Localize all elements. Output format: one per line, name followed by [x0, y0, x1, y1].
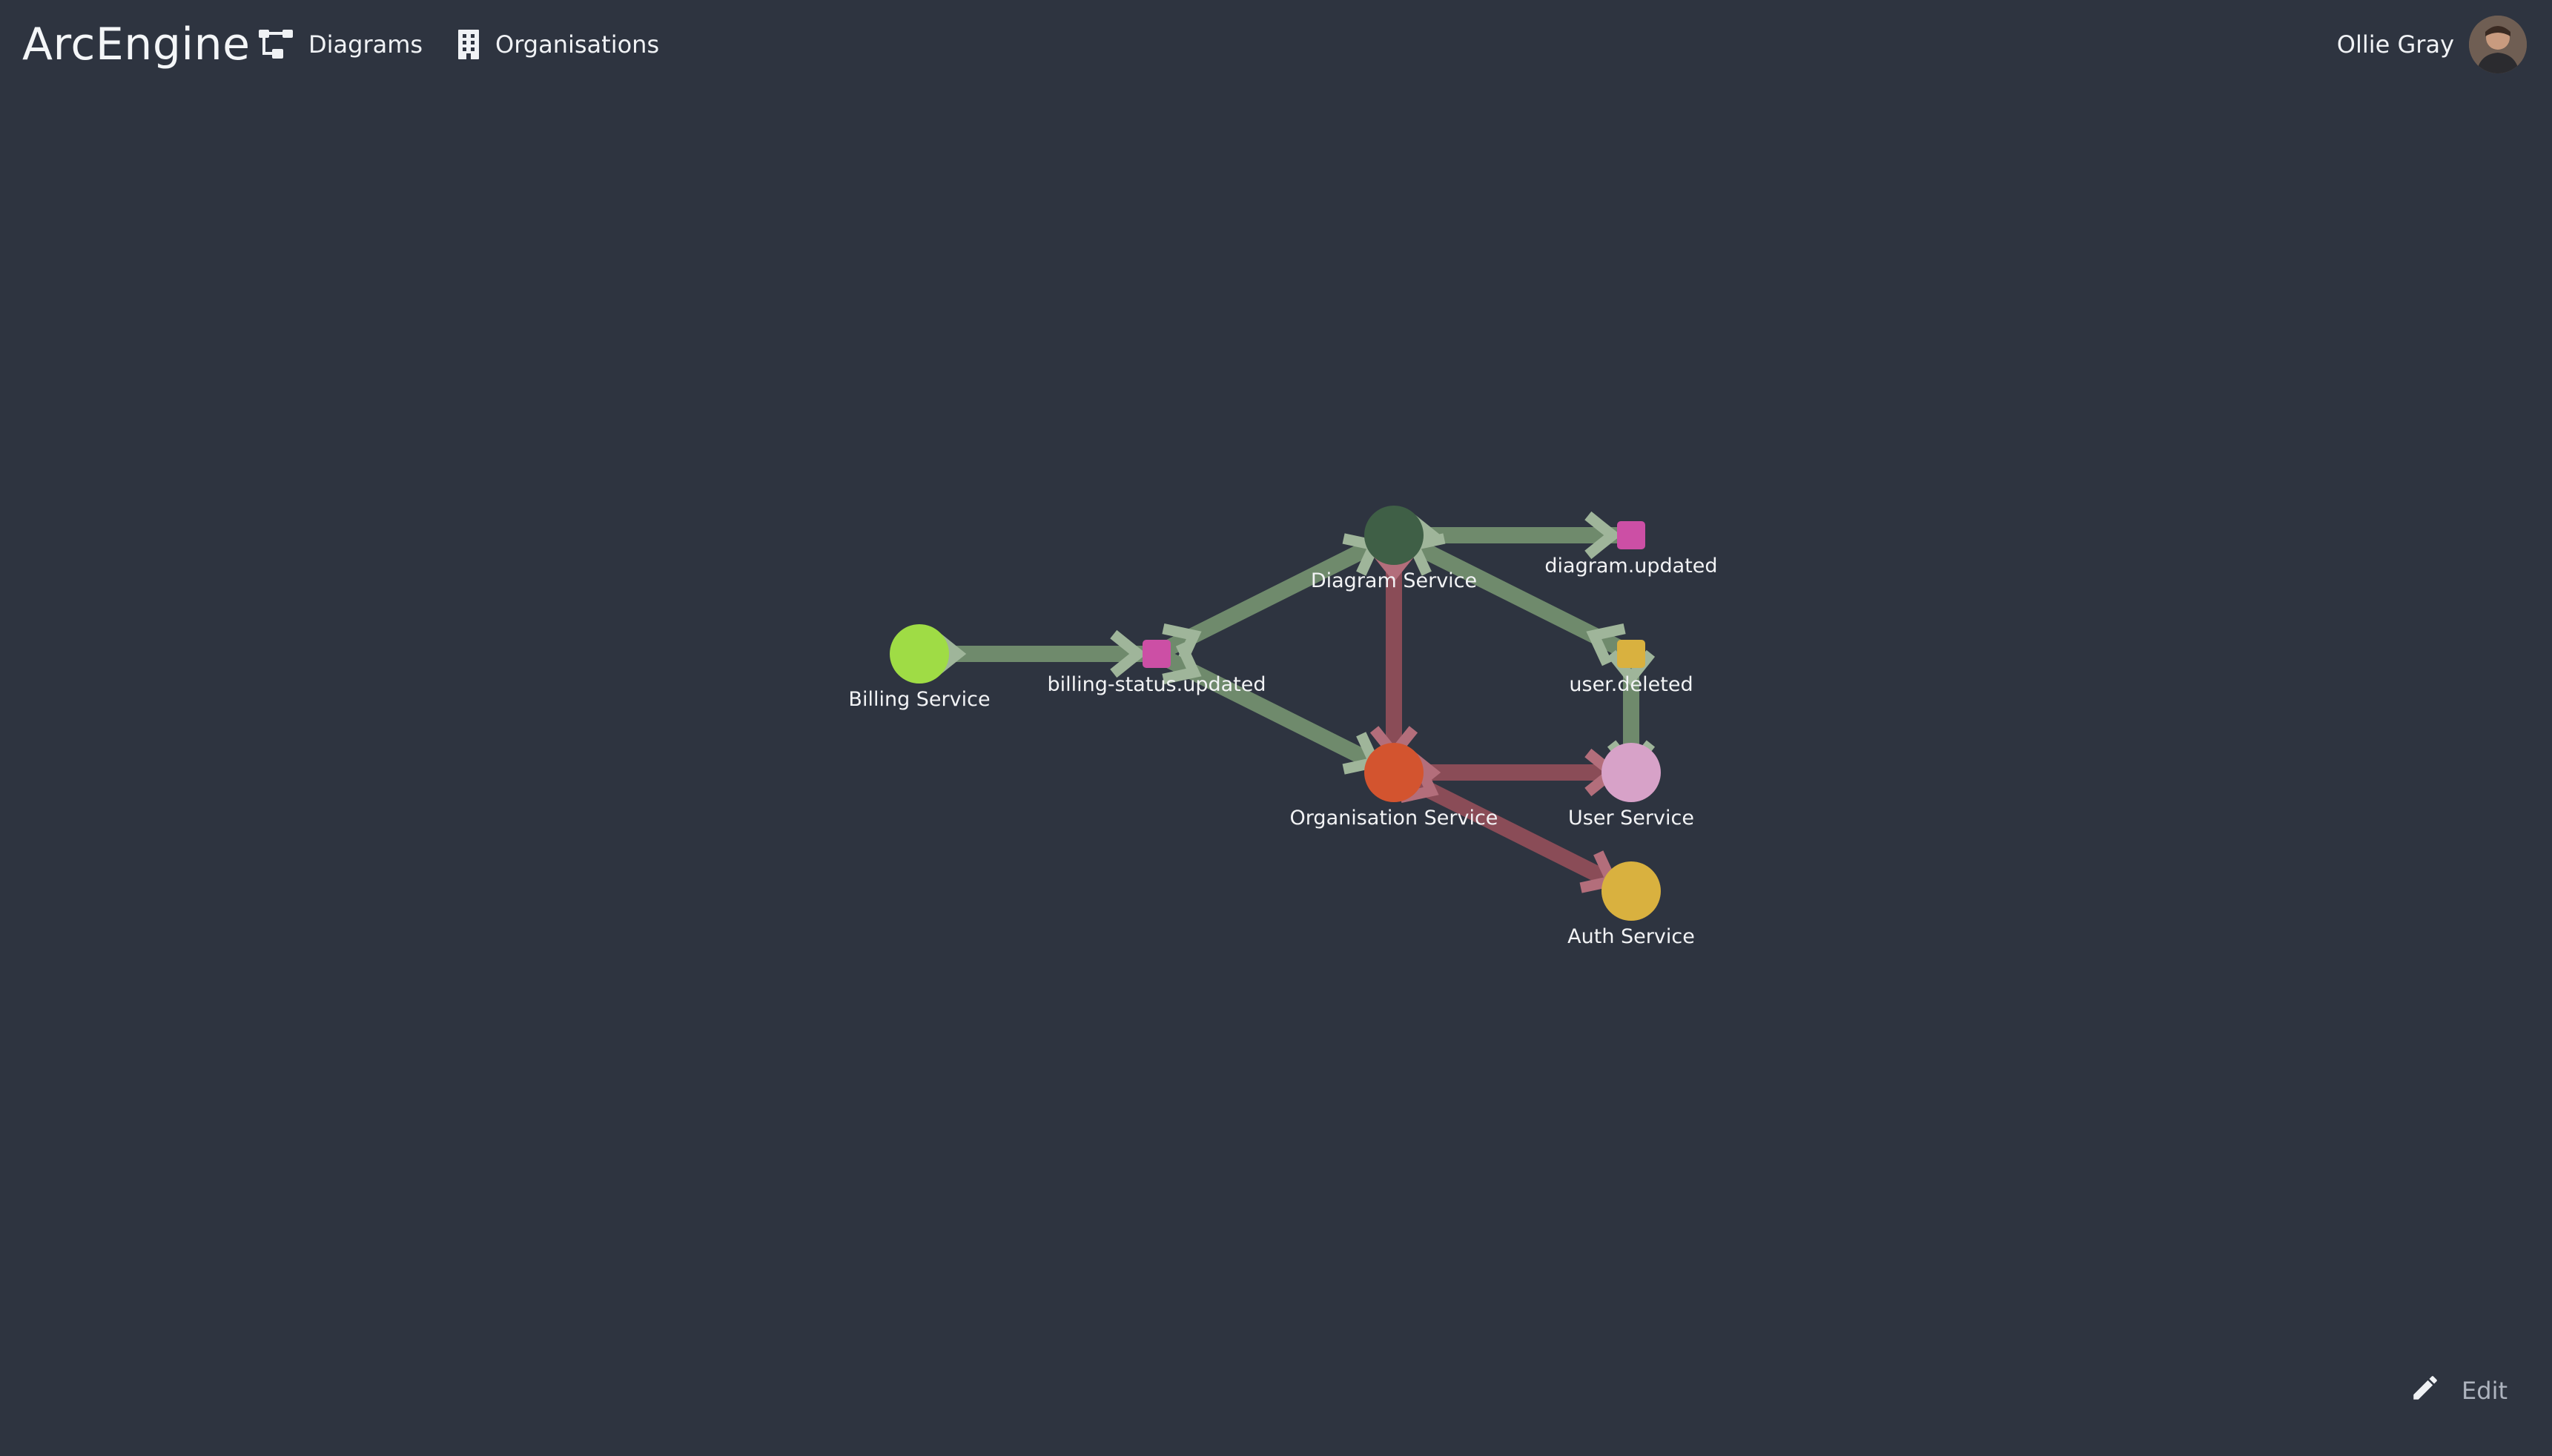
node-label-auth-service: Auth Service: [1567, 925, 1695, 948]
node-diagram-updated[interactable]: [1617, 521, 1645, 549]
diagram-tree-icon: [258, 28, 295, 61]
node-diagram-service[interactable]: [1364, 506, 1424, 565]
user-name: Ollie Gray: [2336, 30, 2454, 59]
user-avatar[interactable]: [2469, 16, 2527, 73]
edge-billing-status-updated-to-diagram-service[interactable]: [1153, 528, 1398, 666]
node-label-diagram-service: Diagram Service: [1311, 569, 1477, 592]
node-label-user-deleted: user.deleted: [1569, 673, 1693, 696]
edit-button[interactable]: Edit: [2410, 1370, 2508, 1412]
nav-diagrams-link[interactable]: Diagrams: [258, 25, 423, 64]
top-navigation-bar: ArcEngine Diagrams Organi: [0, 0, 2552, 89]
node-label-diagram-updated: diagram.updated: [1544, 555, 1717, 578]
diagram-nodes: [890, 506, 1661, 921]
user-menu[interactable]: Ollie Gray: [2337, 13, 2527, 76]
edge-billing-status-updated-to-organisation-service[interactable]: [1153, 641, 1398, 780]
edge-user-deleted-to-diagram-service[interactable]: [1390, 528, 1635, 666]
node-label-organisation-service: Organisation Service: [1290, 807, 1498, 830]
nav-diagrams-label: Diagrams: [308, 30, 423, 59]
node-label-billing-status-updated: billing-status.updated: [1048, 673, 1266, 696]
node-label-billing-service: Billing Service: [848, 688, 990, 711]
building-icon: [455, 28, 482, 61]
node-billing-service[interactable]: [890, 624, 949, 684]
nav-organisations-link[interactable]: Organisations: [455, 25, 659, 64]
diagram-labels: Billing Service billing-status.updated Dia…: [848, 555, 1717, 948]
node-user-deleted[interactable]: [1617, 640, 1645, 668]
edit-label: Edit: [2462, 1377, 2508, 1405]
node-auth-service[interactable]: [1601, 861, 1661, 921]
node-label-user-service: User Service: [1568, 807, 1694, 830]
pencil-icon: [2410, 1372, 2441, 1409]
edge-organisation-service-to-auth-service[interactable]: [1390, 760, 1635, 899]
app-logo[interactable]: ArcEngine: [22, 19, 251, 70]
node-billing-status-updated[interactable]: [1143, 640, 1171, 668]
nav-organisations-label: Organisations: [495, 30, 660, 59]
node-organisation-service[interactable]: [1364, 743, 1424, 802]
diagram-edges: [919, 511, 1656, 899]
node-user-service[interactable]: [1601, 743, 1661, 802]
